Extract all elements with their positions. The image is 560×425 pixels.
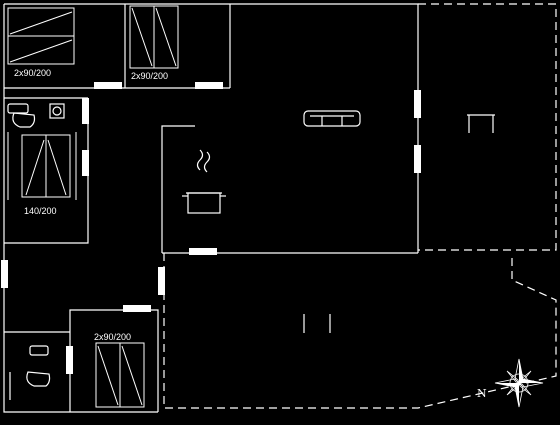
window bbox=[158, 267, 165, 295]
window bbox=[82, 150, 89, 176]
sofa-icon bbox=[303, 110, 361, 127]
window bbox=[195, 82, 223, 89]
table-icon bbox=[467, 114, 495, 133]
window bbox=[414, 90, 421, 118]
bed-label: 2x90/200 bbox=[14, 68, 51, 78]
window bbox=[1, 260, 8, 288]
bedroom-4-beds bbox=[95, 342, 145, 408]
window bbox=[189, 248, 217, 255]
toilet-icon bbox=[7, 103, 65, 128]
bed-label: 140/200 bbox=[24, 206, 57, 216]
compass-rose-icon bbox=[494, 358, 544, 408]
bedroom-2-beds bbox=[129, 5, 179, 69]
window bbox=[94, 82, 122, 89]
window bbox=[123, 305, 151, 312]
window bbox=[82, 98, 89, 124]
bed-label: 2x90/200 bbox=[131, 71, 168, 81]
bed-label: 2x90/200 bbox=[94, 332, 131, 342]
window bbox=[414, 145, 421, 173]
terrace-marks bbox=[303, 314, 331, 333]
windows bbox=[1, 82, 421, 374]
cooking-pot-icon bbox=[182, 149, 226, 214]
window bbox=[66, 346, 73, 374]
terrace-outline bbox=[163, 3, 557, 409]
bedroom-1-beds bbox=[7, 7, 75, 65]
north-label: N bbox=[477, 387, 487, 400]
bedroom-3-bed bbox=[7, 132, 77, 200]
toilet-icon bbox=[9, 345, 51, 400]
